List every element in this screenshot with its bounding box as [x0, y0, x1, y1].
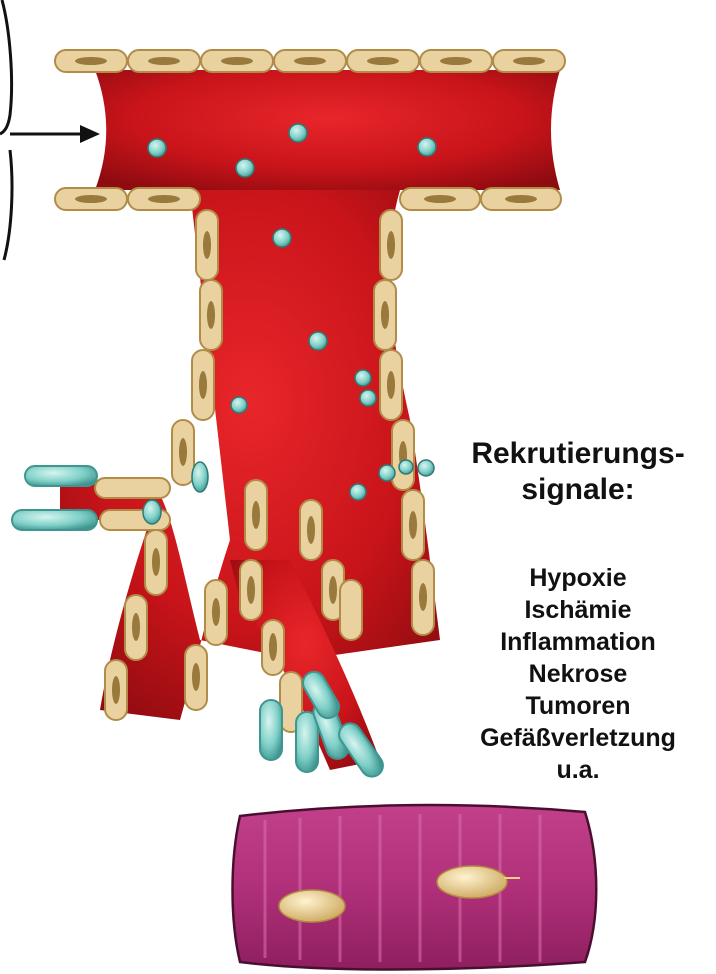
signal-item: Hypoxie [440, 562, 716, 594]
signal-item: Gefäßverletzung [440, 722, 716, 754]
arrow-head [80, 125, 100, 143]
signal-item: Tumoren [440, 690, 716, 722]
heading-line-2: signale: [440, 472, 716, 508]
muscle-cell [233, 805, 597, 969]
bracket-line [0, 0, 12, 260]
blood-main-vessel [95, 70, 560, 190]
signal-item: Inflammation [440, 626, 716, 658]
signal-item: u.a. [440, 754, 716, 786]
muscle-nucleus-left [279, 890, 345, 922]
recruitment-signals-heading: Rekrutierungs- signale: [440, 436, 716, 508]
signal-item: Nekrose [440, 658, 716, 690]
muscle-nucleus-right [437, 866, 507, 898]
signal-item: Ischämie [440, 594, 716, 626]
heading-line-1: Rekrutierungs- [440, 436, 716, 472]
signal-list: Hypoxie Ischämie Inflammation Nekrose Tu… [440, 562, 716, 786]
